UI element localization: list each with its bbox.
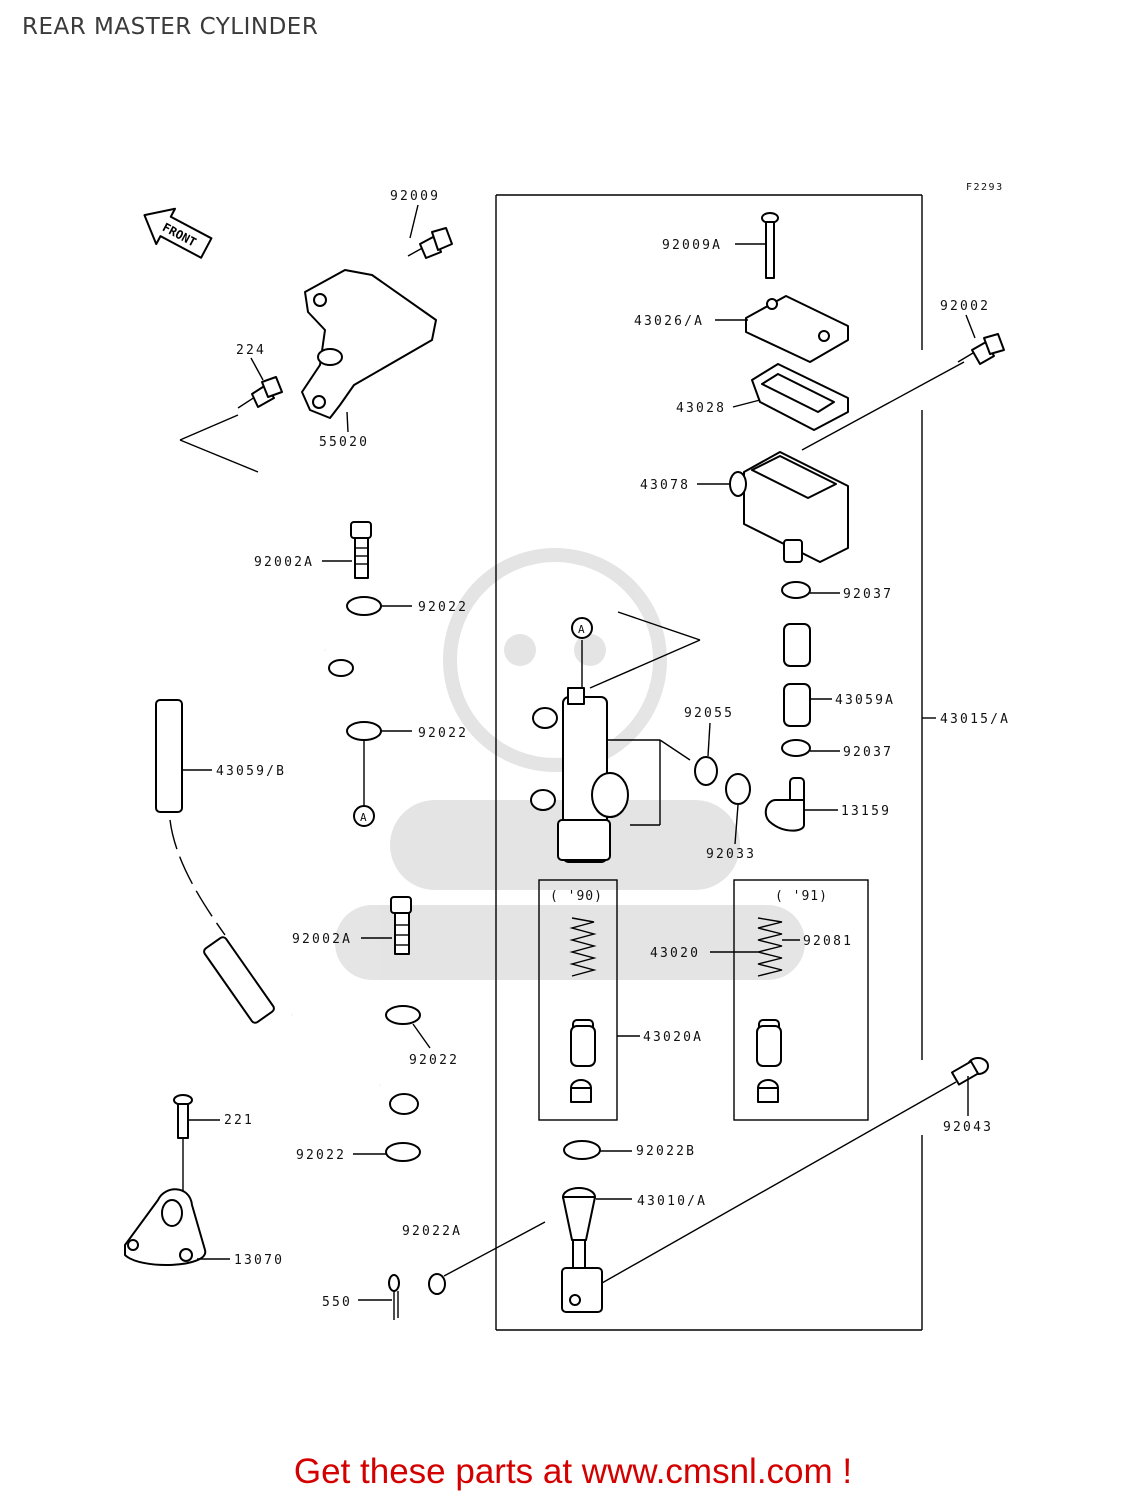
label-92022-4: 92022 [296,1148,346,1163]
washer-92022-1 [346,596,382,616]
elbow-fitting-13159 [764,777,805,832]
brake-hose-43059b [154,585,419,1115]
reservoir-cap-43026a [745,295,849,363]
label-43010a: 43010/A [637,1194,707,1209]
label-year-91: ( '91) [775,889,828,904]
hose-guide-13070 [124,1188,207,1267]
label-92033: 92033 [706,847,756,862]
label-13159: 13159 [841,804,891,819]
circlip-92033 [725,773,751,805]
bolt-92002 [801,333,1005,451]
figure-code: F2293 [966,182,1004,193]
hose-43059a [783,683,811,727]
push-rod-43010a [561,1187,603,1313]
leader-lines [182,204,976,1301]
reservoir-body-43078 [729,451,849,563]
label-92081: 92081 [803,934,853,949]
label-92022-1: 92022 [418,600,468,615]
label-92043: 92043 [943,1120,993,1135]
clamp-92037-1 [781,581,811,599]
label-92022-2: 92022 [418,726,468,741]
label-550: 550 [322,1295,352,1310]
label-43026a: 43026/A [634,314,704,329]
piston-kit-43020a-91 [756,1019,782,1103]
washer-92022-3 [385,1005,421,1025]
label-221: 221 [224,1113,254,1128]
washer-92022a [428,1273,446,1295]
variant-box-90 [538,879,618,1121]
label-92009: 92009 [390,189,440,204]
master-cylinder-body [530,611,701,863]
variant-box-91 [733,879,869,1121]
screw-221 [173,1094,193,1200]
diaphragm-43028 [751,363,849,431]
label-43078: 43078 [640,478,690,493]
label-92022b: 92022B [636,1144,696,1159]
label-year-90: ( '90) [550,889,603,904]
label-92002: 92002 [940,299,990,314]
label-92002a-top: 92002A [254,555,314,570]
banjo-bolt-92002a-bottom [390,896,412,955]
bolt-92009 [407,227,453,259]
label-92037-2: 92037 [843,745,893,760]
label-92009a: 92009A [662,238,722,253]
label-43028: 43028 [676,401,726,416]
spring-92081 [757,917,783,977]
snap-ring-92022b [563,1140,601,1160]
label-55020: 55020 [319,435,369,450]
clamp-92037-2 [781,739,811,757]
pin-92043 [601,1057,989,1284]
label-92037-1: 92037 [843,587,893,602]
label-92055: 92055 [684,706,734,721]
cotter-pin-550 [388,1274,400,1320]
callout-a-lower: A [360,811,367,824]
callout-a-upper: A [578,623,585,636]
label-13070: 13070 [234,1253,284,1268]
page-title: REAR MASTER CYLINDER [22,14,319,40]
label-92022-3: 92022 [409,1053,459,1068]
piston-kit-43020a-90 [570,1019,596,1103]
bracket-55020 [301,269,437,419]
washer-92022-4 [385,1142,421,1162]
front-arrow-icon: FRONT [143,207,213,259]
label-43020a: 43020A [643,1030,703,1045]
label-92022a: 92022A [402,1224,462,1239]
o-ring-92055 [694,756,718,786]
screw-92009a [761,212,779,279]
spring-90 [569,917,597,977]
footer-cta-link[interactable]: Get these parts at www.cmsnl.com ! [293,1452,853,1491]
banjo-bolt-92002a-top [350,521,372,579]
label-43059b: 43059/B [216,764,286,779]
label-43020: 43020 [650,946,700,961]
label-43015a: 43015/A [940,712,1010,727]
bolt-224 [179,376,283,473]
label-43059a: 43059A [835,693,895,708]
hose-43059a-upper [783,623,811,667]
label-224: 224 [236,343,266,358]
washer-92022-2 [346,721,382,741]
label-92002a-bottom: 92002A [292,932,352,947]
assembly-bracket [495,194,923,1331]
